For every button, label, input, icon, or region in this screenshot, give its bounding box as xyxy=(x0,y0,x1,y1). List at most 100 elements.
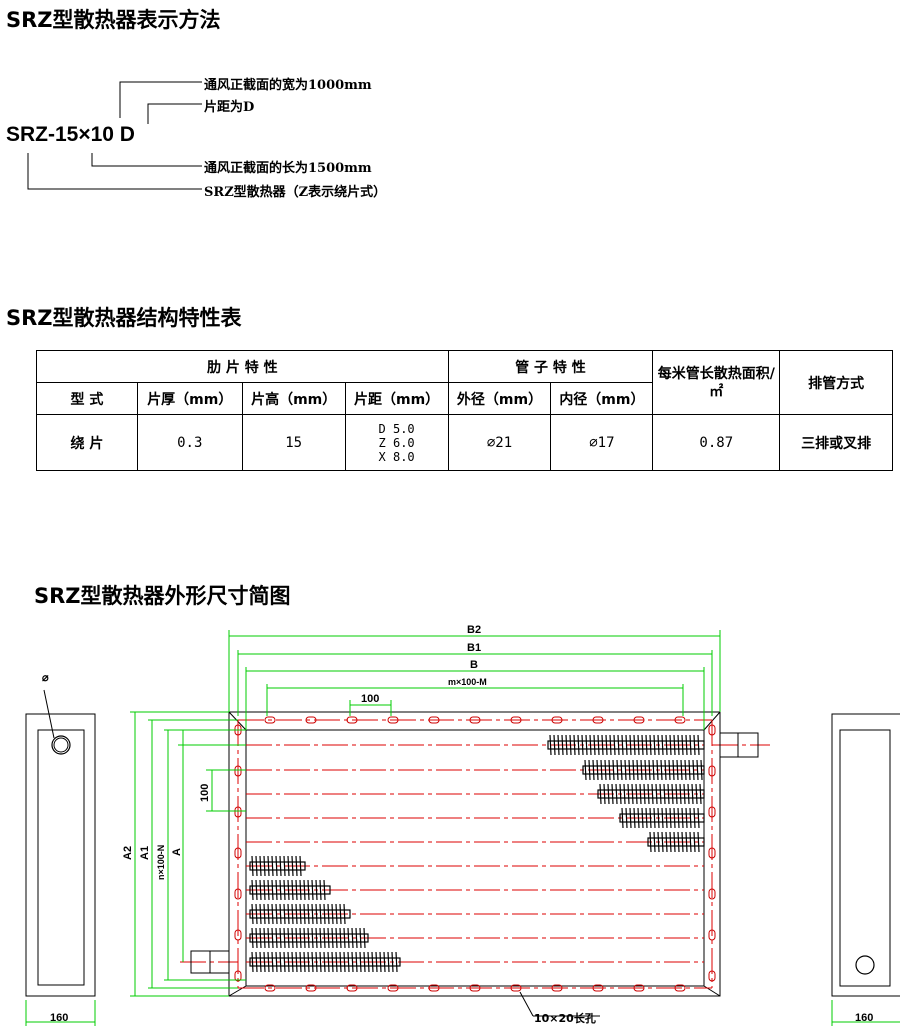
fin xyxy=(656,759,659,781)
fin xyxy=(287,951,290,973)
subheader-thickness: 片厚（mm） xyxy=(136,382,243,415)
fin xyxy=(307,879,310,901)
fin xyxy=(279,903,282,925)
fin xyxy=(696,759,699,781)
fin xyxy=(251,927,254,949)
fin xyxy=(669,734,672,756)
fin xyxy=(275,855,278,877)
fin xyxy=(255,855,258,877)
fin xyxy=(267,951,270,973)
fin xyxy=(263,903,266,925)
fin xyxy=(263,879,266,901)
fin xyxy=(331,951,334,973)
cell-area: 0.87 xyxy=(652,414,781,471)
fin xyxy=(685,831,688,853)
fin xyxy=(649,734,652,756)
note-length: 通风正截面的长为1500mm xyxy=(204,161,372,176)
finned-tube xyxy=(647,837,705,847)
cell-outer: ⌀21 xyxy=(447,414,552,471)
dim-b1: B1 xyxy=(467,642,481,654)
finned-tubes xyxy=(249,734,705,973)
fin xyxy=(651,783,654,805)
fin xyxy=(665,807,668,829)
fin xyxy=(624,759,627,781)
fin xyxy=(588,759,591,781)
fin xyxy=(628,759,631,781)
fin xyxy=(295,879,298,901)
fin xyxy=(327,903,330,925)
fin xyxy=(255,927,258,949)
fin xyxy=(287,927,290,949)
fin xyxy=(679,783,682,805)
fin xyxy=(649,807,652,829)
fin xyxy=(615,783,618,805)
fin xyxy=(335,951,338,973)
finned-tube xyxy=(249,885,331,895)
fin xyxy=(641,734,644,756)
fin xyxy=(657,831,660,853)
fin xyxy=(661,734,664,756)
fin xyxy=(291,879,294,901)
fin xyxy=(605,734,608,756)
fin xyxy=(653,831,656,853)
header-tube: 管 子 特 性 xyxy=(447,350,654,383)
fin xyxy=(644,759,647,781)
fin xyxy=(347,951,350,973)
dim-m: m×100-M xyxy=(448,677,487,687)
fin xyxy=(640,759,643,781)
fin xyxy=(259,927,262,949)
fin xyxy=(653,734,656,756)
fin xyxy=(363,951,366,973)
fin xyxy=(299,879,302,901)
fin xyxy=(637,807,640,829)
fin xyxy=(279,855,282,877)
fin xyxy=(311,879,314,901)
fin xyxy=(259,855,262,877)
cell-inner: ⌀17 xyxy=(550,414,654,471)
fin xyxy=(673,734,676,756)
fin xyxy=(645,807,648,829)
fin xyxy=(291,927,294,949)
fin xyxy=(295,903,298,925)
fin xyxy=(359,951,362,973)
fin xyxy=(553,734,556,756)
fin xyxy=(307,951,310,973)
fin xyxy=(283,855,286,877)
fin xyxy=(612,759,615,781)
fin xyxy=(355,951,358,973)
fin xyxy=(688,759,691,781)
fin xyxy=(561,734,564,756)
fin xyxy=(637,734,640,756)
fin xyxy=(259,903,262,925)
fin xyxy=(617,734,620,756)
fin xyxy=(259,951,262,973)
fin xyxy=(323,951,326,973)
fin xyxy=(311,951,314,973)
fin xyxy=(573,734,576,756)
fin xyxy=(673,831,676,853)
fin xyxy=(625,807,628,829)
fin xyxy=(592,759,595,781)
subheader-height: 片高（mm） xyxy=(241,382,346,415)
fin xyxy=(283,927,286,949)
fin xyxy=(667,783,670,805)
fin xyxy=(616,759,619,781)
fin xyxy=(251,951,254,973)
fin xyxy=(697,807,700,829)
fin xyxy=(275,903,278,925)
fin xyxy=(251,855,254,877)
fin xyxy=(299,903,302,925)
dimension-lines xyxy=(130,630,721,997)
fin xyxy=(677,807,680,829)
fin xyxy=(581,734,584,756)
fin xyxy=(681,807,684,829)
fin xyxy=(697,734,700,756)
right-pipe-circle xyxy=(855,955,875,975)
fin xyxy=(307,903,310,925)
fin xyxy=(687,783,690,805)
fin xyxy=(271,903,274,925)
left-pipe-circle xyxy=(51,735,71,755)
fin xyxy=(664,759,667,781)
fin xyxy=(291,903,294,925)
fin xyxy=(596,759,599,781)
